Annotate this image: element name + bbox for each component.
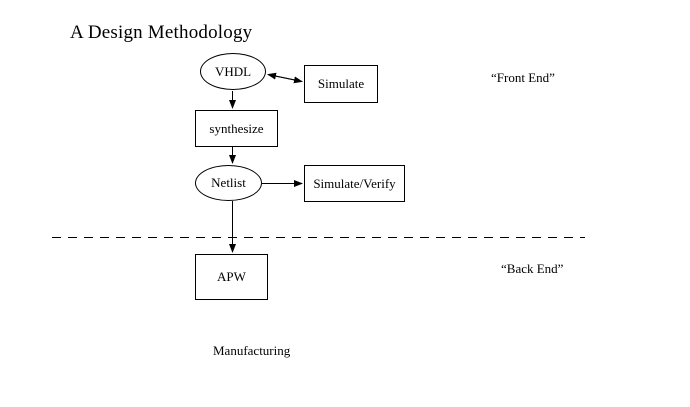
edge-vhdl-simulate-forward: [267, 74, 303, 84]
synthesize-node: synthesize: [195, 110, 278, 147]
simulate-verify-node-label: Simulate/Verify: [313, 175, 396, 191]
apw-node-label: APW: [217, 269, 246, 284]
synthesize-node-label: synthesize: [209, 120, 264, 136]
simulate-node: Simulate: [304, 65, 378, 103]
apw-node: APW: [195, 254, 268, 300]
simulate-node-label: Simulate: [317, 76, 365, 91]
back-end-label: “Back End”: [501, 261, 564, 276]
simulate-verify-node: Simulate/Verify: [304, 165, 405, 202]
netlist-node: Netlist: [195, 165, 262, 201]
page-title: A Design Methodology: [70, 22, 253, 43]
edge-vhdl-simulate-back: [267, 72, 303, 82]
netlist-node-label: Netlist: [211, 175, 246, 190]
manufacturing-label: Manufacturing: [213, 343, 291, 358]
front-end-label: “Front End”: [491, 70, 555, 85]
vhdl-node-label: VHDL: [214, 63, 252, 79]
vhdl-node: VHDL: [200, 53, 266, 90]
